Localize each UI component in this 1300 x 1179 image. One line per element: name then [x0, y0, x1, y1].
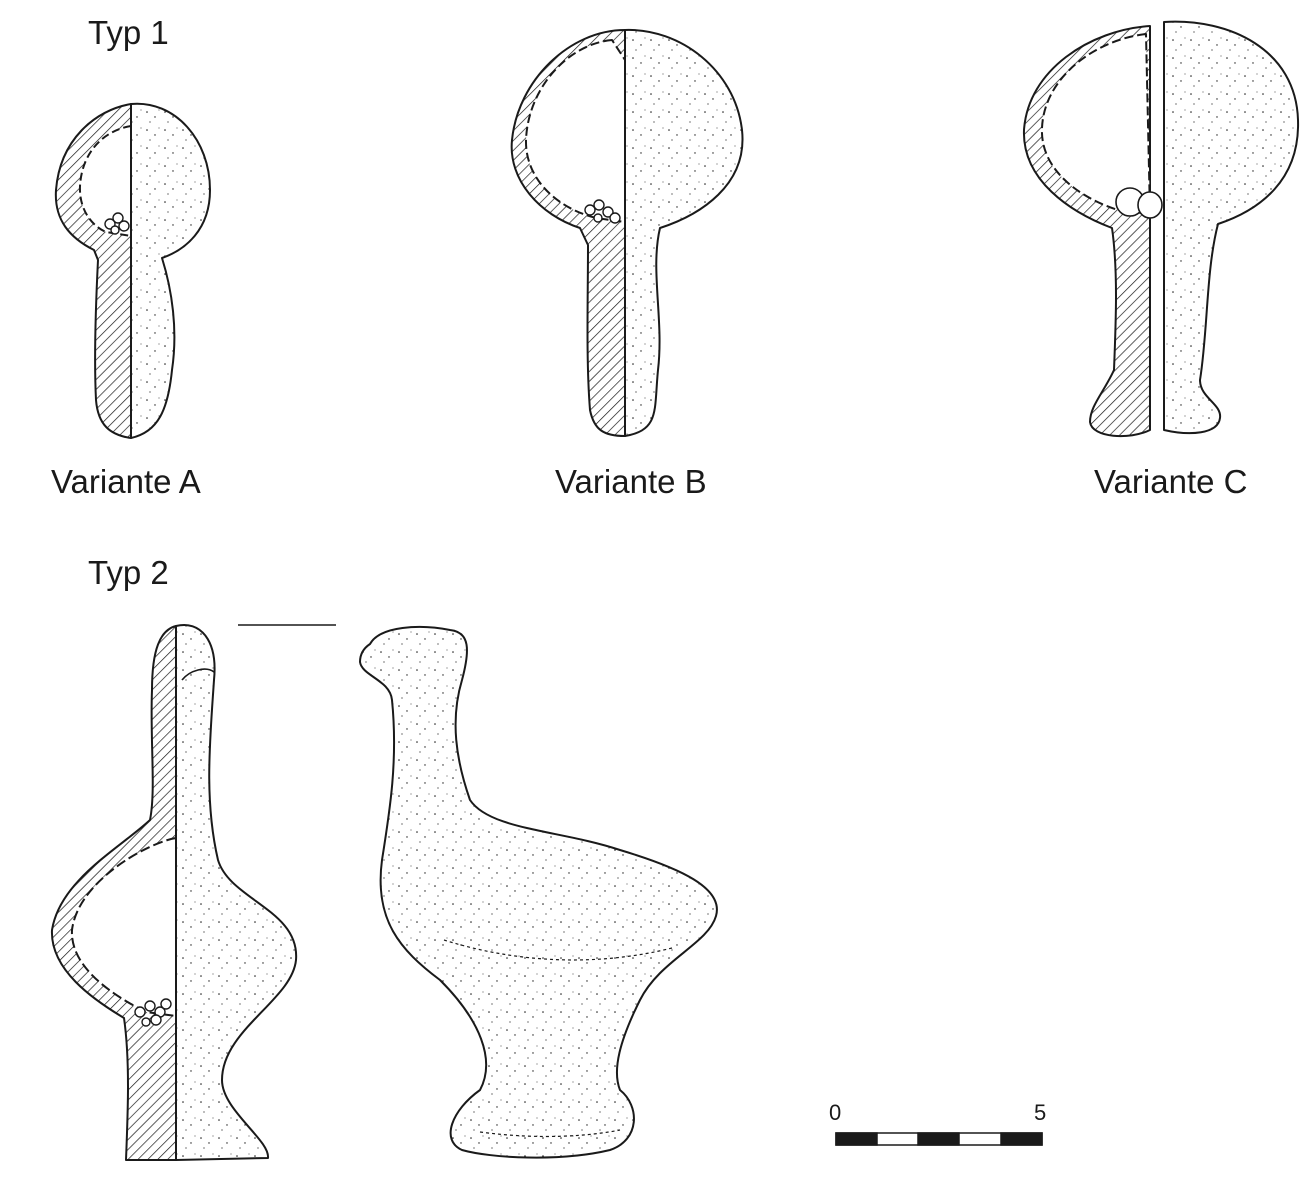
type2-pebbles — [134, 998, 172, 1027]
type2-section-cavity — [70, 837, 177, 1017]
type2-title: Typ 2 — [88, 554, 169, 591]
variant-c-pebbles — [1115, 187, 1163, 219]
variant-c-label: Variante C — [1094, 463, 1248, 500]
type2-section-exterior — [175, 623, 298, 1161]
variant-b-exterior — [624, 28, 744, 437]
variant-a-exterior — [130, 102, 211, 439]
scale-segment — [1000, 1132, 1043, 1146]
variant-c-exterior — [1163, 20, 1300, 435]
variant-a-cavity — [78, 125, 132, 237]
variant-a-label: Variante A — [51, 463, 201, 500]
scale-bar — [835, 1132, 1043, 1146]
variant-c-cavity — [1040, 33, 1151, 215]
variant-c-drawing — [1022, 20, 1300, 438]
scale-segment — [835, 1132, 878, 1146]
type2-bird-outline — [359, 625, 718, 1159]
variant-b-label: Variante B — [555, 463, 707, 500]
scale-segment — [917, 1132, 960, 1146]
type2-section-drawing — [50, 623, 336, 1161]
variant-b-pebbles — [584, 199, 621, 224]
scale-start-label: 0 — [829, 1100, 842, 1125]
variant-b-drawing — [510, 28, 744, 437]
variant-b-cavity — [524, 39, 626, 223]
type2-bird-drawing — [359, 625, 718, 1159]
scale-end-label: 5 — [1034, 1100, 1047, 1125]
variant-a-drawing — [54, 102, 211, 439]
type1-title: Typ 1 — [88, 14, 169, 51]
variant-a-pebbles — [104, 212, 130, 235]
